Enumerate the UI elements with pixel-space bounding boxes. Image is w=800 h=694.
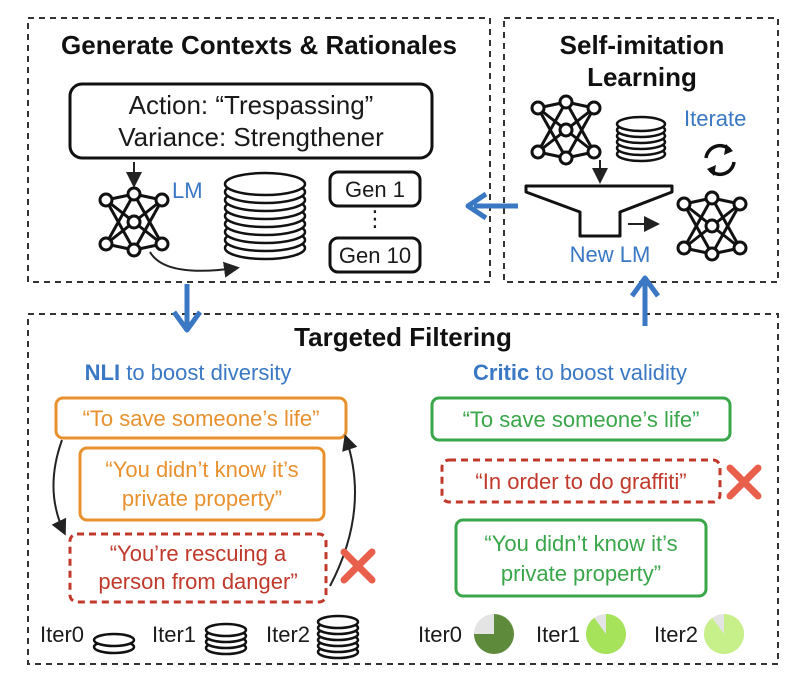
critic-heading-bold: Critic [473,360,529,385]
disk-layer [223,171,307,197]
left-iter0-label: Iter0 [40,622,84,647]
left-iter0-database-icon [92,632,136,655]
iterate-label: Iterate [684,106,746,131]
filtering-title: Targeted Filtering [294,322,512,352]
critic-quote3-line2: private property” [501,561,661,586]
critic-quote1-box [430,396,732,442]
critic-quote3-line1: “You didn’t know it’s [484,531,677,556]
pie-slice [585,614,626,654]
nli-quote3-line2: person from danger” [98,569,297,594]
pie-slice [704,614,744,655]
self-imitation-title-line1: Self-imitation [560,30,725,60]
left-iter2-label: Iter2 [266,622,310,647]
gen-first-label: Gen 1 [345,177,405,202]
right-iter1-label: Iter1 [536,622,580,647]
nli-quote1: “To save someone’s life” [83,406,320,431]
right-iter0-label: Iter0 [418,622,462,647]
gen-last-box [328,236,422,274]
left-iter1-database-icon [204,622,248,656]
prompt-box [68,82,434,160]
nli-left-cycle-arrow [51,439,67,536]
variance-line: Variance: Strengthener [118,122,384,152]
left-flow-arrow [465,191,518,221]
nli-heading: NLI to boost diversity [85,360,292,385]
disk-layer [204,622,248,638]
nli-quote2-line2: private property” [122,486,282,511]
nli-quote3-box [68,532,328,604]
generated-database-icon [223,171,307,261]
lm-label: LM [172,178,203,203]
nli-quote2-box [78,446,326,522]
lm-neural-network-icon [98,186,170,258]
gen-last-label: Gen 10 [339,243,411,268]
nli-quote3-line1: “You’re rescuing a [110,541,287,566]
generate-panel [27,17,491,283]
old-model-neural-network-icon [530,94,602,166]
critic-heading: Critic to boost validity [473,360,687,385]
nli-heading-rest: to boost diversity [120,360,291,385]
left-iter1-label: Iter1 [152,622,196,647]
disk-layer [316,614,360,630]
filtering-panel [27,313,779,665]
new-lm-label: New LM [570,242,651,267]
self-imitation-title-line2: Learning [587,62,697,92]
gen-dots: ⋮ [364,206,386,231]
right-iter2-label: Iter2 [654,622,698,647]
up-flow-arrow [629,275,661,326]
pie-slice [474,614,514,654]
training-database-icon [615,115,667,163]
nli-reject-cross-icon [340,548,376,584]
right-iter2-pie-icon [704,614,744,655]
nli-quote1-box [54,396,348,440]
disk-layer [92,632,136,648]
new-lm-neural-network-icon [676,190,748,262]
right-iter0-pie-icon [474,614,514,654]
critic-quote2: “In order to do graffiti” [475,469,686,494]
disk-layer [615,115,667,133]
generate-title: Generate Contexts & Rationales [61,30,457,60]
refresh-icon [704,143,736,177]
right-iter1-pie-icon [585,614,626,654]
critic-heading-rest: to boost validity [529,360,687,385]
left-iter2-database-icon [316,614,360,660]
nli-heading-bold: NLI [85,360,120,385]
critic-reject-cross-icon [726,464,762,500]
down-flow-arrow [171,284,203,333]
critic-quote2-box [440,458,722,504]
gen-first-box [328,170,422,208]
nli-quote2-line1: “You didn’t know it’s [105,457,298,482]
critic-quote3-box [454,518,708,598]
action-line: Action: “Trespassing” [129,90,374,120]
lm-to-database-arrow [149,251,240,278]
critic-quote1: “To save someone’s life” [463,407,700,432]
funnel-icon [524,184,674,238]
nli-right-cycle-arrow [329,434,358,587]
